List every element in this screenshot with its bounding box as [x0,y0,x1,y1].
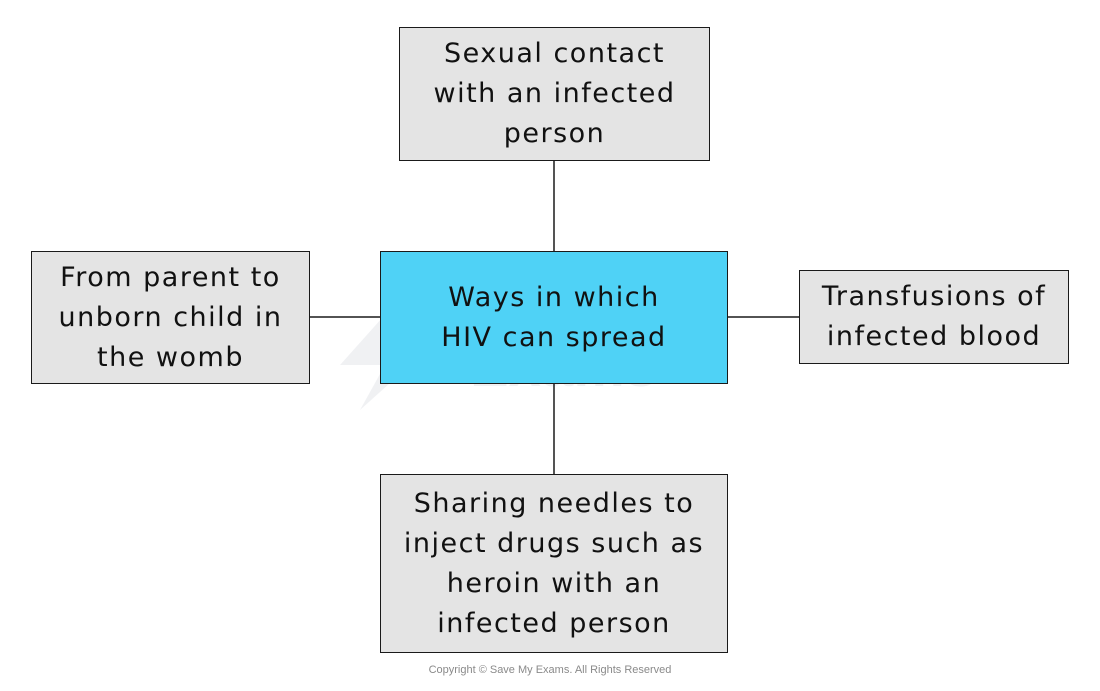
node-top-line-1: Sexual contact [443,38,666,69]
node-left-line-2: unborn child in [58,301,283,333]
node-top-line-2: with an infected [433,78,676,109]
node-bottom-line-2: inject drugs such as [403,527,705,559]
node-central-topic: Ways in which HIV can spread [380,251,728,384]
copyright-notice: Copyright © Save My Exams. All Rights Re… [428,664,672,676]
node-left-line-3: the womb [97,341,244,373]
node-bottom-line-4: infected person [437,607,671,639]
node-left-line-1: From parent to [60,261,281,293]
node-blood-transfusions: Transfusions of infected blood [799,270,1069,364]
node-top-line-3: person [503,118,606,149]
node-sexual-contact: Sexual contact with an infected person [399,27,710,161]
node-bottom-line-3: heroin with an [446,567,662,599]
node-center-line-1: Ways in which [448,281,660,313]
node-bottom-line-1: Sharing needles to [413,487,695,519]
node-center-line-2: HIV can spread [441,321,667,353]
node-right-line-2: infected blood [826,321,1042,352]
node-right-line-1: Transfusions of [821,281,1047,312]
node-sharing-needles: Sharing needles to inject drugs such as … [380,474,728,653]
node-parent-to-child: From parent to unborn child in the womb [31,251,310,384]
